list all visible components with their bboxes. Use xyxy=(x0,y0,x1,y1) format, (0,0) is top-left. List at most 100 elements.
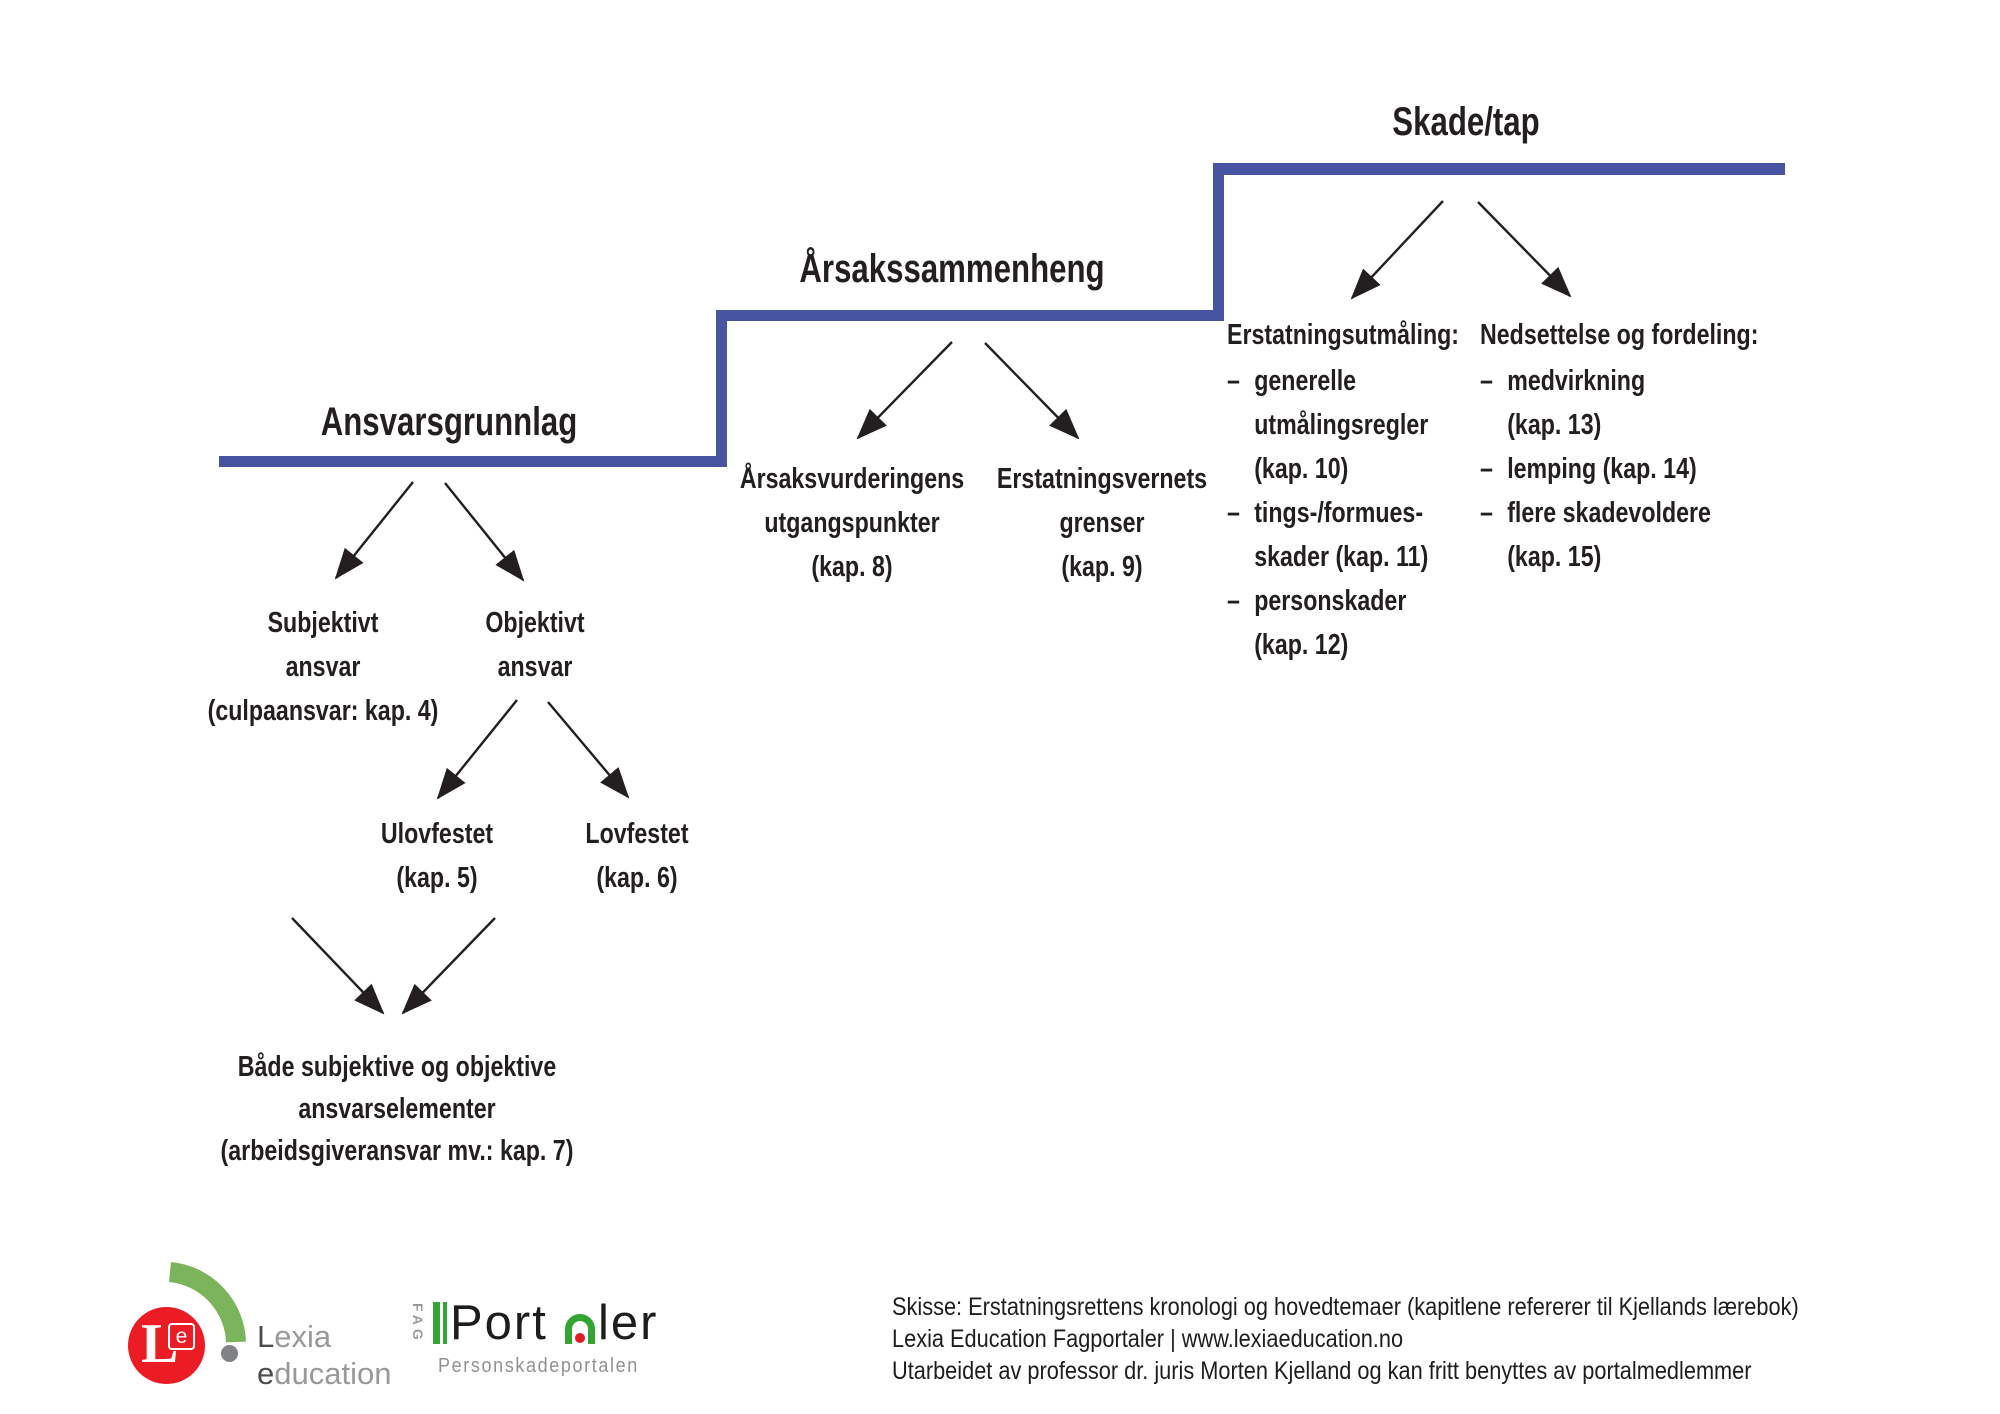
list-line: utmålingsregler xyxy=(1254,409,1429,441)
arrow-to-lovfestet xyxy=(547,701,630,799)
node-line: (arbeidsgiveransvar mv.: kap. 7) xyxy=(220,1135,574,1167)
fagportaler-subtitle: Personskadeportalen xyxy=(438,1355,639,1377)
arrow-to-subjektivt xyxy=(334,481,414,580)
arch-a-icon xyxy=(565,1314,595,1344)
list-heading: Erstatningsutmåling: xyxy=(1227,319,1460,351)
arrow-to-nedsettelse xyxy=(1477,201,1572,298)
node-ulovfestet: Ulovfestet (kap. 5) xyxy=(381,812,493,900)
node-line: Både subjektive og objektive xyxy=(237,1051,557,1083)
node-line: (kap. 6) xyxy=(596,862,678,894)
arrow-to-utgangspunkter xyxy=(856,341,953,440)
arrow-to-ulovfestet xyxy=(436,699,518,800)
list-nedsettelse: Nedsettelse og fordeling: – medvirkning … xyxy=(1480,313,1758,579)
node-arsaksvurderingens: Årsaksvurderingens utgangspunkter (kap. … xyxy=(740,457,964,589)
bullet-dash: – xyxy=(1480,365,1493,397)
caption-line: Utarbeidet av professor dr. juris Morten… xyxy=(892,1357,1752,1385)
list-item: – tings-/formues- skader (kap. 11) xyxy=(1227,491,1459,579)
bullet-dash: – xyxy=(1227,497,1240,529)
list-line: (kap. 15) xyxy=(1507,541,1602,573)
list-item-lines: flere skadevoldere (kap. 15) xyxy=(1507,491,1711,579)
list-item: – medvirkning (kap. 13) xyxy=(1480,359,1758,447)
node-line: Ulovfestet xyxy=(380,818,494,850)
list-line: tings-/formues- xyxy=(1254,497,1424,529)
node-line: Lovfestet xyxy=(585,818,689,850)
arrow-to-objektivt xyxy=(444,482,525,582)
bullet-dash: – xyxy=(1480,453,1493,485)
node-begge-ansvarselementer: Både subjektive og objektive ansvarselem… xyxy=(221,1046,574,1172)
step-title-ansvarsgrunnlag: Ansvarsgrunnlag xyxy=(320,400,578,444)
fagportaler-bar-icon xyxy=(443,1302,447,1344)
caption-line: Skisse: Erstatningsrettens kronologi og … xyxy=(892,1293,1799,1321)
list-item-lines: generelle utmålingsregler (kap. 10) xyxy=(1254,359,1428,491)
list-erstatningsutmaling: Erstatningsutmåling: – generelle utmålin… xyxy=(1227,313,1459,667)
arrow-left-to-begge xyxy=(291,917,385,1015)
node-objektivt-ansvar: Objektivt ansvar xyxy=(485,601,584,689)
footer-captions: Skisse: Erstatningsrettens kronologi og … xyxy=(892,1291,1799,1387)
node-line: (culpaansvar: kap. 4) xyxy=(207,695,439,727)
node-line: (kap. 8) xyxy=(811,551,893,583)
step-line-skadetap xyxy=(1213,163,1785,175)
list-line: (kap. 10) xyxy=(1254,453,1349,485)
step-title-skadetap: Skade/tap xyxy=(1392,100,1540,144)
list-item-lines: tings-/formues- skader (kap. 11) xyxy=(1254,491,1428,579)
step-line-ansvarsgrunnlag xyxy=(219,456,727,467)
lexia-superscript-e: e xyxy=(168,1323,195,1350)
step-riser-1 xyxy=(716,310,727,467)
node-line: (kap. 5) xyxy=(396,862,478,894)
step-line-arsakssammenheng xyxy=(716,310,1224,321)
node-line: ansvarselementer xyxy=(298,1093,496,1125)
node-line: Årsaksvurderingens xyxy=(739,463,965,495)
arch-dot-icon xyxy=(575,1333,585,1343)
fagportaler-bar-icon xyxy=(433,1302,440,1344)
lexia-lead-letter: L xyxy=(257,1319,275,1354)
lexia-wordmark-line2: education xyxy=(257,1355,391,1392)
lexia-logo: L e xyxy=(128,1307,205,1384)
arrow-to-grenser xyxy=(984,342,1080,440)
arrow-right-to-begge xyxy=(401,917,496,1015)
fagportaler-vertical-label: FAG xyxy=(410,1303,426,1344)
caption-line: Lexia Education Fagportaler | www.lexiae… xyxy=(892,1325,1404,1353)
step-title-arsakssammenheng: Årsakssammenheng xyxy=(799,247,1105,291)
node-line: ansvar xyxy=(497,651,573,683)
list-line: flere skadevoldere xyxy=(1507,497,1711,529)
node-line: grenser xyxy=(1059,507,1145,539)
list-line: skader (kap. 11) xyxy=(1254,541,1429,573)
node-line: (kap. 9) xyxy=(1061,551,1143,583)
list-line: medvirkning xyxy=(1507,365,1646,397)
list-item-lines: medvirkning (kap. 13) xyxy=(1507,359,1645,447)
fagportaler-wordmark-end: ler xyxy=(598,1296,659,1350)
node-subjektivt-ansvar: Subjektivt ansvar (culpaansvar: kap. 4) xyxy=(208,601,439,733)
fagportaler-wordmark-end-wrap: ler xyxy=(598,1297,658,1349)
bullet-dash: – xyxy=(1480,497,1493,529)
list-item-lines: lemping (kap. 14) xyxy=(1507,447,1697,491)
list-heading: Nedsettelse og fordeling: xyxy=(1480,319,1759,351)
node-line: Erstatningsvernets xyxy=(996,463,1208,495)
list-line: (kap. 12) xyxy=(1254,629,1349,661)
bullet-dash: – xyxy=(1227,585,1240,617)
lexia-rest: ducation xyxy=(274,1356,392,1391)
node-line: Objektivt xyxy=(485,607,585,639)
list-line: personskader xyxy=(1254,585,1407,617)
lexia-lead-letter: e xyxy=(257,1356,275,1391)
list-line: lemping (kap. 14) xyxy=(1507,453,1697,485)
list-item: – flere skadevoldere (kap. 15) xyxy=(1480,491,1758,579)
fagportaler-wordmark-start: Port xyxy=(450,1296,548,1350)
bullet-dash: – xyxy=(1227,365,1240,397)
node-line: Subjektivt xyxy=(267,607,379,639)
lexia-wordmark: Lexia education xyxy=(257,1318,391,1392)
list-item: – generelle utmålingsregler (kap. 10) xyxy=(1227,359,1459,491)
list-line: (kap. 13) xyxy=(1507,409,1602,441)
list-item: – lemping (kap. 14) xyxy=(1480,447,1758,491)
node-lovfestet: Lovfestet (kap. 6) xyxy=(585,812,688,900)
list-line: generelle xyxy=(1254,365,1357,397)
fagportaler-wordmark: Port xyxy=(450,1297,548,1349)
lexia-dot-icon xyxy=(221,1345,238,1362)
node-erstatningsvernets: Erstatningsvernets grenser (kap. 9) xyxy=(997,457,1207,589)
list-item: – personskader (kap. 12) xyxy=(1227,579,1459,667)
node-line: ansvar xyxy=(285,651,361,683)
list-item-lines: personskader (kap. 12) xyxy=(1254,579,1406,667)
arrow-to-erstatningsutmaling xyxy=(1350,200,1444,300)
node-line: utgangspunkter xyxy=(764,507,940,539)
lexia-wordmark-line1: Lexia xyxy=(257,1318,391,1355)
